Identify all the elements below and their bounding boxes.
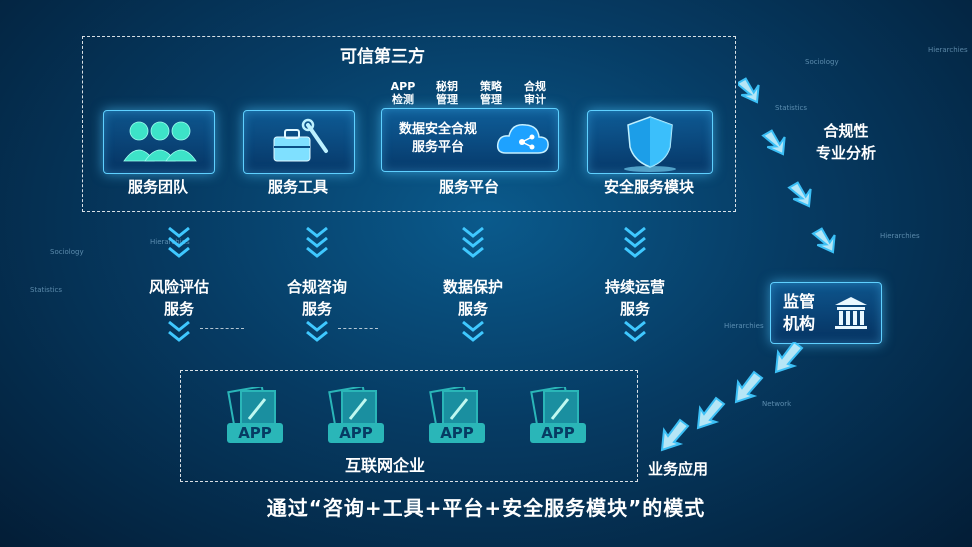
trusted-third-party-title: 可信第三方 xyxy=(340,47,425,67)
app-label: APP xyxy=(541,424,575,442)
decor-word: Sociology xyxy=(50,248,84,256)
security-module-label: 安全服务模块 xyxy=(603,178,694,196)
app-icon: APP xyxy=(530,385,586,445)
service-platform-card: 数据安全合规 服务平台 xyxy=(381,108,559,172)
decor-word: Statistics xyxy=(30,286,62,294)
regulator-label: 监管 机构 xyxy=(783,292,816,333)
platform-card-text: 数据安全合规 服务平台 xyxy=(398,122,477,155)
caption: 通过“咨询+工具+平台+安全服务模块”的模式 xyxy=(266,496,706,520)
continuous-operation-service: 持续运营 服务 xyxy=(604,278,665,318)
internet-enterprise-box xyxy=(180,370,638,482)
service-tools-card xyxy=(243,110,355,174)
app-icon: APP xyxy=(328,385,384,445)
decor-word: Sociology xyxy=(805,58,839,66)
risk-assessment-service: 风险评估 服务 xyxy=(148,278,209,318)
service-team-label: 服务团队 xyxy=(127,178,188,196)
regulator-card: 监管 机构 xyxy=(770,282,882,344)
cloud-icon xyxy=(496,123,549,154)
chip-compliance-audit: 合规 审计 xyxy=(524,80,546,106)
data-protection-service: 数据保护 服务 xyxy=(442,278,503,318)
compliance-analysis-label: 合规性 专业分析 xyxy=(815,122,876,162)
decor-word: Hierarchies xyxy=(880,232,920,240)
service-platform-label: 服务平台 xyxy=(438,178,499,196)
app-label: APP xyxy=(440,424,474,442)
decor-word: Statistics xyxy=(775,104,807,112)
connector-line xyxy=(200,328,244,329)
decor-word: Hierarchies xyxy=(928,46,968,54)
app-label: APP xyxy=(339,424,373,442)
shield-icon xyxy=(624,116,676,172)
chevron-down-icon xyxy=(462,226,484,342)
chip-key-management: 秘钥 管理 xyxy=(436,80,458,106)
arrow-chain-down-left xyxy=(660,342,804,452)
toolbox-icon xyxy=(273,118,328,162)
compliance-consulting-service: 合规咨询 服务 xyxy=(286,278,347,318)
security-module-card xyxy=(587,110,713,174)
connector-line xyxy=(338,328,378,329)
arrow-chain-down-right xyxy=(738,77,836,254)
team-icon xyxy=(123,121,197,162)
app-icon: APP xyxy=(227,385,283,445)
chip-policy-management: 策略 管理 xyxy=(480,80,502,106)
business-application-label: 业务应用 xyxy=(648,460,709,478)
chevron-down-icon xyxy=(168,226,190,342)
government-building-icon xyxy=(835,297,867,329)
decor-word: Network xyxy=(762,400,792,408)
decor-word: Hierarchies xyxy=(724,322,764,330)
service-tools-label: 服务工具 xyxy=(267,178,328,196)
chip-app-check: APP 检测 xyxy=(390,80,416,106)
chevron-down-icon xyxy=(306,226,328,342)
chevron-down-icon xyxy=(624,226,646,342)
decor-word: Hierarchies xyxy=(150,238,190,246)
service-team-card xyxy=(103,110,215,174)
app-icon: APP xyxy=(429,385,485,445)
trusted-third-party-box xyxy=(82,36,736,212)
app-label: APP xyxy=(238,424,272,442)
internet-enterprise-title: 互联网企业 xyxy=(345,456,426,475)
